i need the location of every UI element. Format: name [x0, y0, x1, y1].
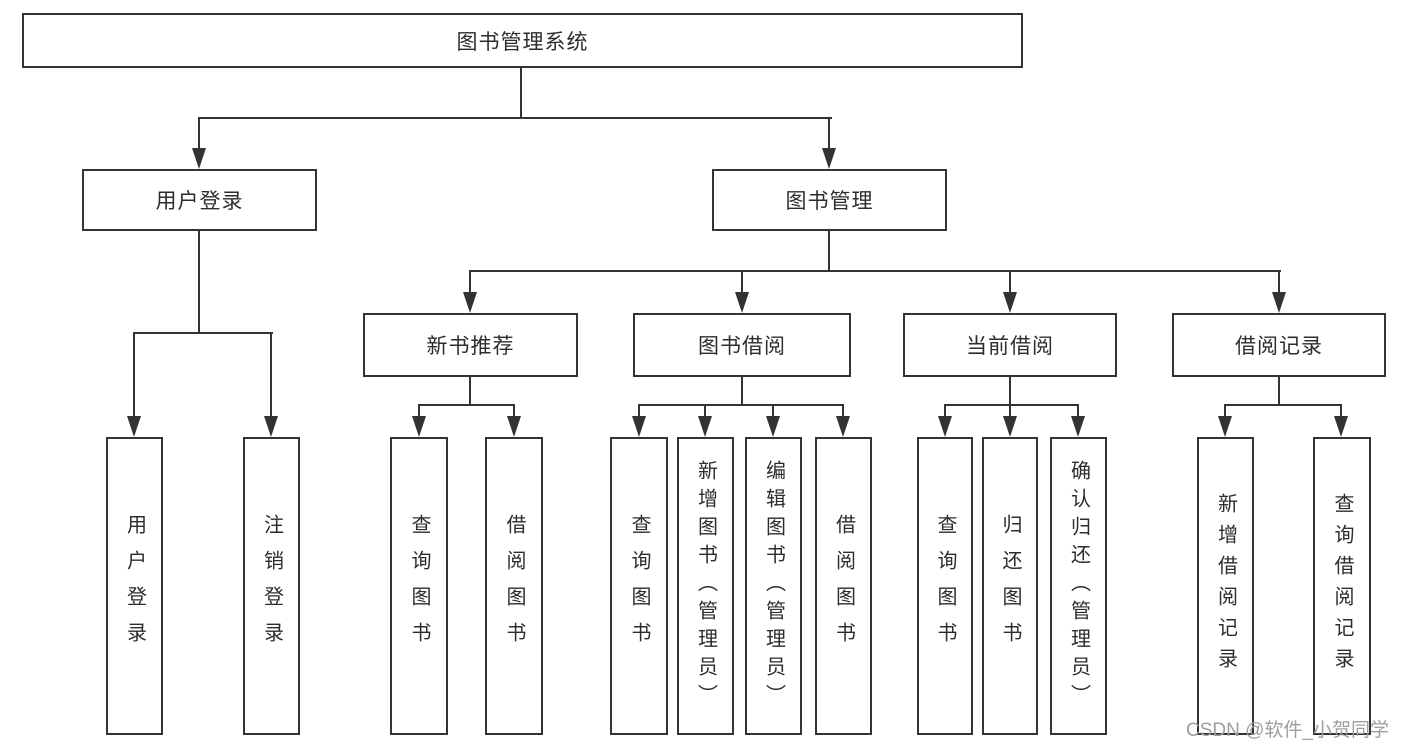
connector-line: [198, 117, 200, 148]
node-current-borrow-label: 当前借阅: [966, 335, 1054, 358]
arrowhead-down-icon: [412, 416, 426, 437]
leaf-borrow-books-label: 借阅图书: [832, 514, 855, 658]
node-book-management-label: 图书管理: [785, 190, 874, 213]
arrowhead-down-icon: [127, 416, 141, 437]
node-user-login-label: 用户登录: [155, 190, 244, 213]
leaf-query-books-current-label: 查询图书: [934, 514, 956, 658]
leaf-add-borrow-record-label: 新增借阅记录: [1214, 493, 1237, 679]
leaf-add-books-admin-label: 新增图书（管理员）: [694, 460, 717, 712]
connector-line: [1278, 377, 1280, 405]
connector-line: [741, 377, 743, 406]
arrowhead-down-icon: [698, 416, 712, 437]
leaf-add-borrow-record: 新增借阅记录: [1197, 437, 1254, 735]
leaf-user-login-label: 用户登录: [123, 514, 146, 658]
leaf-edit-books-admin-label: 编辑图书（管理员）: [762, 460, 785, 712]
connector-line: [133, 332, 135, 416]
connector-line: [198, 231, 200, 334]
connector-line: [828, 117, 830, 148]
leaf-query-books-recommend: 查询图书: [390, 437, 448, 735]
leaf-logout-login-label: 注销登录: [260, 514, 283, 658]
node-book-management: 图书管理: [712, 169, 947, 231]
connector-line: [469, 377, 471, 406]
connector-line: [741, 270, 743, 293]
node-current-borrow: 当前借阅: [903, 313, 1117, 377]
connector-line: [418, 404, 515, 406]
leaf-edit-books-admin: 编辑图书（管理员）: [745, 437, 802, 735]
connector-line: [842, 404, 844, 417]
leaf-borrow-books: 借阅图书: [815, 437, 872, 735]
connector-line: [469, 270, 471, 293]
arrowhead-down-icon: [1272, 292, 1286, 313]
connector-line: [1009, 404, 1011, 417]
connector-line: [772, 404, 774, 417]
leaf-user-login: 用户登录: [106, 437, 163, 735]
arrowhead-down-icon: [735, 292, 749, 313]
connector-line: [469, 270, 1281, 272]
leaf-confirm-return-admin-label: 确认归还（管理员）: [1067, 460, 1090, 712]
leaf-query-books-current: 查询图书: [917, 437, 973, 735]
connector-line: [1224, 404, 1342, 406]
connector-line: [944, 404, 1079, 406]
connector-line: [1009, 270, 1011, 293]
arrowhead-down-icon: [1003, 416, 1017, 437]
connector-line: [1278, 270, 1280, 293]
arrowhead-down-icon: [1218, 416, 1232, 437]
arrowhead-down-icon: [1334, 416, 1348, 437]
leaf-query-books-recommend-label: 查询图书: [408, 514, 430, 658]
leaf-query-borrow-record: 查询借阅记录: [1313, 437, 1371, 735]
connector-line: [198, 117, 832, 119]
node-book-borrow: 图书借阅: [633, 313, 851, 377]
connector-line: [638, 404, 640, 417]
leaf-add-books-admin: 新增图书（管理员）: [677, 437, 734, 735]
connector-line: [638, 404, 844, 406]
arrowhead-down-icon: [264, 416, 278, 437]
arrowhead-down-icon: [507, 416, 521, 437]
connector-line: [1224, 404, 1226, 417]
node-library-system: 图书管理系统: [22, 13, 1023, 68]
node-new-book-recommend: 新书推荐: [363, 313, 578, 377]
node-library-system-label: 图书管理系统: [456, 30, 589, 54]
arrowhead-down-icon: [766, 416, 780, 437]
node-borrow-records: 借阅记录: [1172, 313, 1386, 377]
leaf-borrow-books-recommend-label: 借阅图书: [503, 514, 525, 658]
csdn-watermark: CSDN @软件_小贺同学: [1186, 720, 1389, 741]
leaf-borrow-books-recommend: 借阅图书: [485, 437, 543, 735]
connector-line: [828, 231, 830, 272]
connector-line: [133, 332, 273, 334]
connector-line: [1077, 404, 1079, 417]
leaf-query-borrow-record-label: 查询借阅记录: [1331, 493, 1353, 679]
connector-line: [1340, 404, 1342, 417]
leaf-return-books-label: 归还图书: [999, 514, 1021, 658]
connector-line: [704, 404, 706, 417]
node-book-borrow-label: 图书借阅: [698, 335, 786, 358]
node-borrow-records-label: 借阅记录: [1235, 335, 1323, 358]
leaf-return-books: 归还图书: [982, 437, 1038, 735]
arrowhead-down-icon: [463, 292, 477, 313]
node-user-login: 用户登录: [82, 169, 317, 231]
node-new-book-recommend-label: 新书推荐: [426, 335, 515, 358]
arrowhead-down-icon: [938, 416, 952, 437]
connector-line: [520, 68, 522, 118]
connector-line: [270, 332, 272, 416]
arrowhead-down-icon: [836, 416, 850, 437]
connector-line: [944, 404, 946, 417]
leaf-confirm-return-admin: 确认归还（管理员）: [1050, 437, 1107, 735]
connector-line: [1009, 377, 1011, 406]
leaf-query-books-borrow-label: 查询图书: [628, 514, 650, 658]
arrowhead-down-icon: [632, 416, 646, 437]
arrowhead-down-icon: [1003, 292, 1017, 313]
leaf-query-books-borrow: 查询图书: [610, 437, 668, 735]
arrowhead-down-icon: [822, 148, 836, 169]
connector-line: [513, 404, 515, 417]
connector-line: [418, 404, 420, 417]
arrowhead-down-icon: [192, 148, 206, 169]
arrowhead-down-icon: [1071, 416, 1085, 437]
leaf-logout-login: 注销登录: [243, 437, 300, 735]
